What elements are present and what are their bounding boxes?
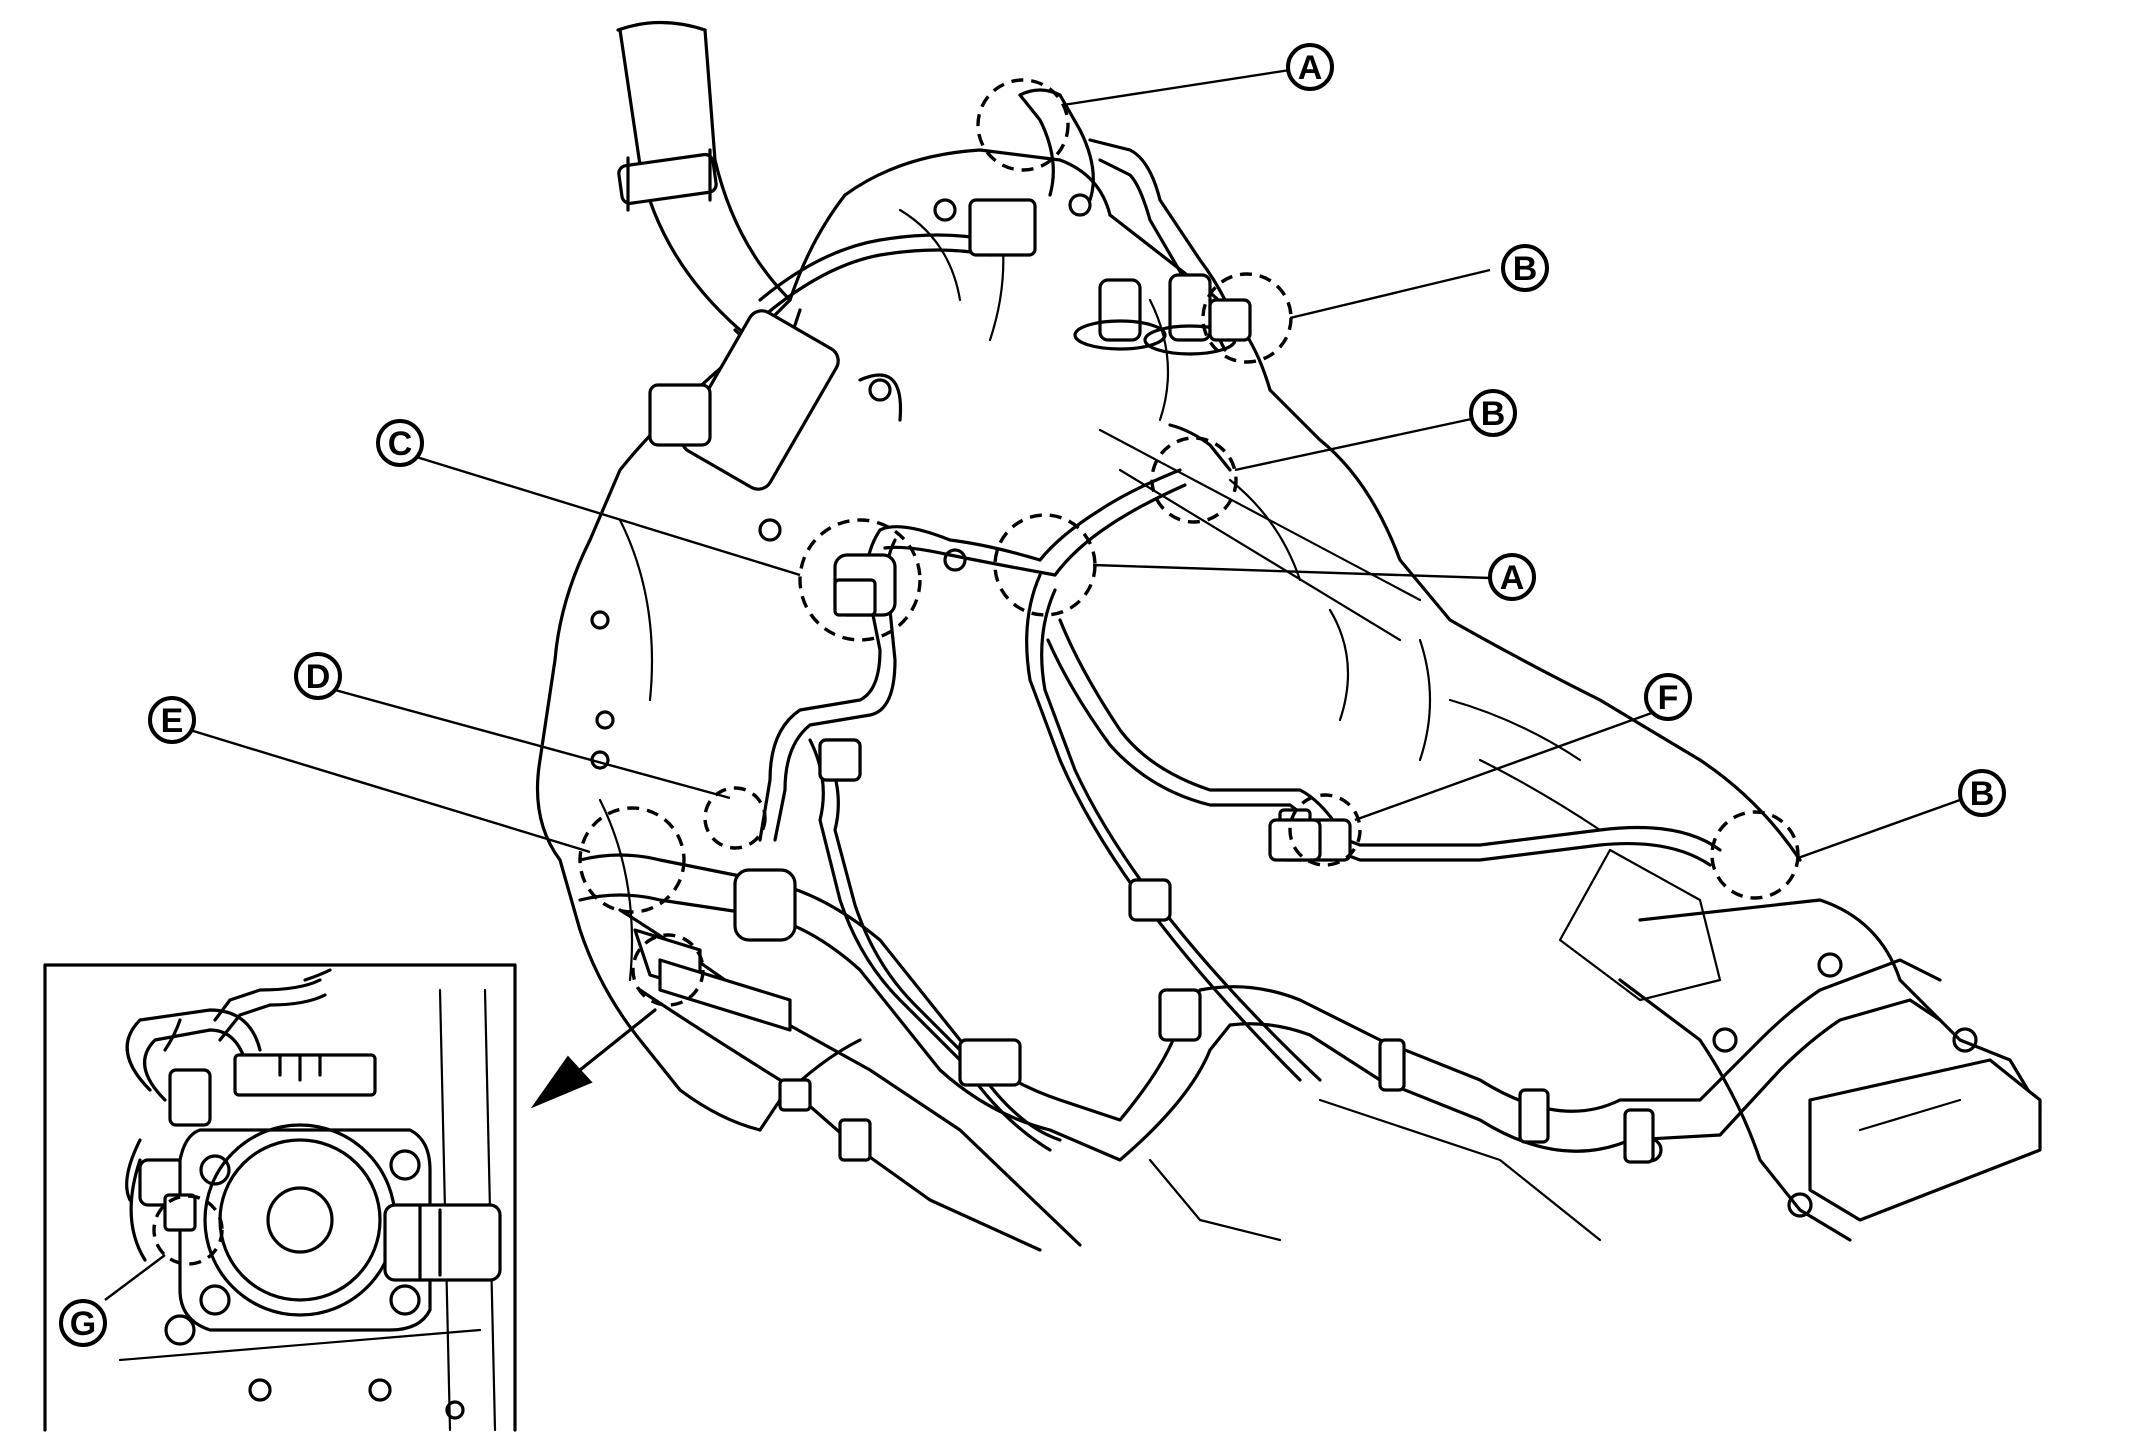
svg-text:C: C xyxy=(388,425,413,463)
svg-text:D: D xyxy=(306,658,331,696)
leader-lines xyxy=(104,68,1961,1301)
svg-text:E: E xyxy=(161,702,184,740)
callout-f: F xyxy=(1644,673,1692,721)
view-arrow xyxy=(530,1008,657,1109)
connectors xyxy=(633,198,1322,1162)
svg-text:A: A xyxy=(1298,49,1323,87)
detail-circle-c xyxy=(798,518,922,642)
callout-b3: B xyxy=(1958,769,2006,817)
detail-circle-h xyxy=(631,933,705,1007)
callout-g: G xyxy=(59,1299,107,1347)
detail-circle-a1 xyxy=(976,78,1070,172)
detail-circle-d xyxy=(703,786,767,850)
lower-hose xyxy=(578,853,1942,1164)
callout-a1: A xyxy=(1286,43,1334,91)
svg-text:B: B xyxy=(1513,250,1538,288)
callout-b1: B xyxy=(1501,244,1549,292)
detail-circle-a2 xyxy=(993,513,1097,617)
svg-text:A: A xyxy=(1500,559,1525,597)
svg-text:B: B xyxy=(1481,395,1506,433)
callout-e: E xyxy=(148,696,196,744)
callout-labels: A B B A C D E F xyxy=(59,43,2006,1347)
tail-housing xyxy=(1618,898,2042,1242)
detail-circle-b2 xyxy=(1150,436,1238,524)
svg-text:B: B xyxy=(1970,775,1995,813)
detail-circle-b3 xyxy=(1710,810,1800,900)
callout-c: C xyxy=(376,419,424,467)
detail-circle-f xyxy=(1288,793,1362,867)
svg-text:F: F xyxy=(1658,679,1679,717)
lower-frame xyxy=(618,908,1602,1252)
upper-hose xyxy=(616,20,802,348)
callout-b2: B xyxy=(1469,389,1517,437)
inset-detail xyxy=(43,963,517,1432)
detail-circle-g xyxy=(152,1194,224,1266)
svg-text:G: G xyxy=(70,1305,96,1343)
callout-d: D xyxy=(294,652,342,700)
callout-a2: A xyxy=(1488,553,1536,601)
detail-circles xyxy=(578,78,1800,1007)
detail-circle-e xyxy=(578,806,686,914)
